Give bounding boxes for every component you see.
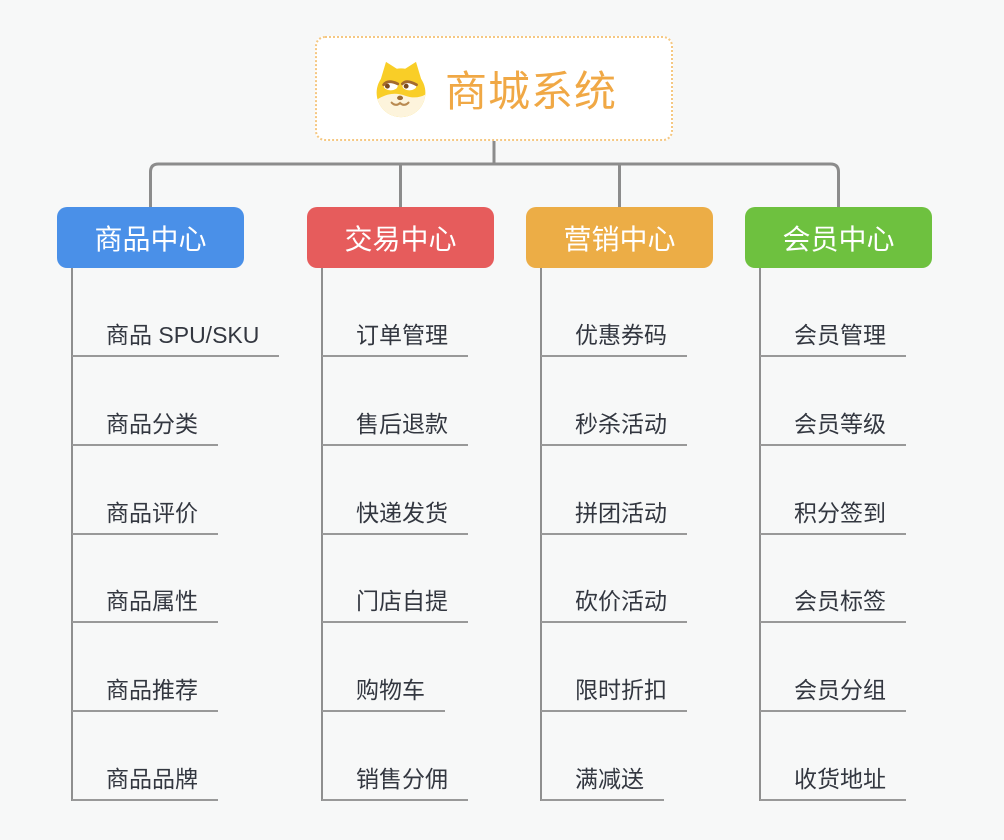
root-title: 商城系统 [444, 68, 617, 115]
leaf-node-3-4[interactable]: 会员分组 [760, 666, 906, 712]
leaf-node-3-1[interactable]: 会员等级 [760, 400, 906, 446]
leaf-node-0-4[interactable]: 商品推荐 [72, 666, 218, 712]
leaf-node-3-0[interactable]: 会员管理 [760, 311, 906, 357]
leaf-node-2-5[interactable]: 满减送 [541, 755, 664, 801]
leaf-node-1-2[interactable]: 快递发货 [322, 489, 468, 535]
leaf-node-1-3[interactable]: 门店自提 [322, 577, 468, 623]
branch-node-1[interactable]: 交易中心 [307, 207, 494, 268]
leaf-node-1-5[interactable]: 销售分佣 [322, 755, 468, 801]
leaf-node-2-0[interactable]: 优惠券码 [541, 311, 687, 357]
leaf-node-3-3[interactable]: 会员标签 [760, 577, 906, 623]
leaf-node-0-2[interactable]: 商品评价 [72, 489, 218, 535]
leaf-node-3-5[interactable]: 收货地址 [760, 755, 906, 801]
leaf-node-2-1[interactable]: 秒杀活动 [541, 400, 687, 446]
leaf-node-0-0[interactable]: 商品 SPU/SKU [72, 311, 280, 357]
branch-node-0[interactable]: 商品中心 [57, 207, 244, 268]
leaf-node-1-4[interactable]: 购物车 [322, 666, 445, 712]
leaf-node-0-1[interactable]: 商品分类 [72, 400, 218, 446]
branch-node-2[interactable]: 营销中心 [526, 207, 713, 268]
leaf-node-1-1[interactable]: 售后退款 [322, 400, 468, 446]
doge-icon [376, 61, 426, 117]
leaf-node-0-5[interactable]: 商品品牌 [72, 755, 218, 801]
leaf-node-2-4[interactable]: 限时折扣 [541, 666, 687, 712]
leaf-node-2-3[interactable]: 砍价活动 [541, 577, 687, 623]
branch-node-3[interactable]: 会员中心 [745, 207, 932, 268]
leaf-node-0-3[interactable]: 商品属性 [72, 577, 218, 623]
leaf-node-2-2[interactable]: 拼团活动 [541, 489, 687, 535]
leaf-node-3-2[interactable]: 积分签到 [760, 489, 906, 535]
bus-line [149, 162, 840, 207]
leaf-node-1-0[interactable]: 订单管理 [322, 311, 468, 357]
root-node[interactable]: 商城系统 [315, 36, 673, 141]
